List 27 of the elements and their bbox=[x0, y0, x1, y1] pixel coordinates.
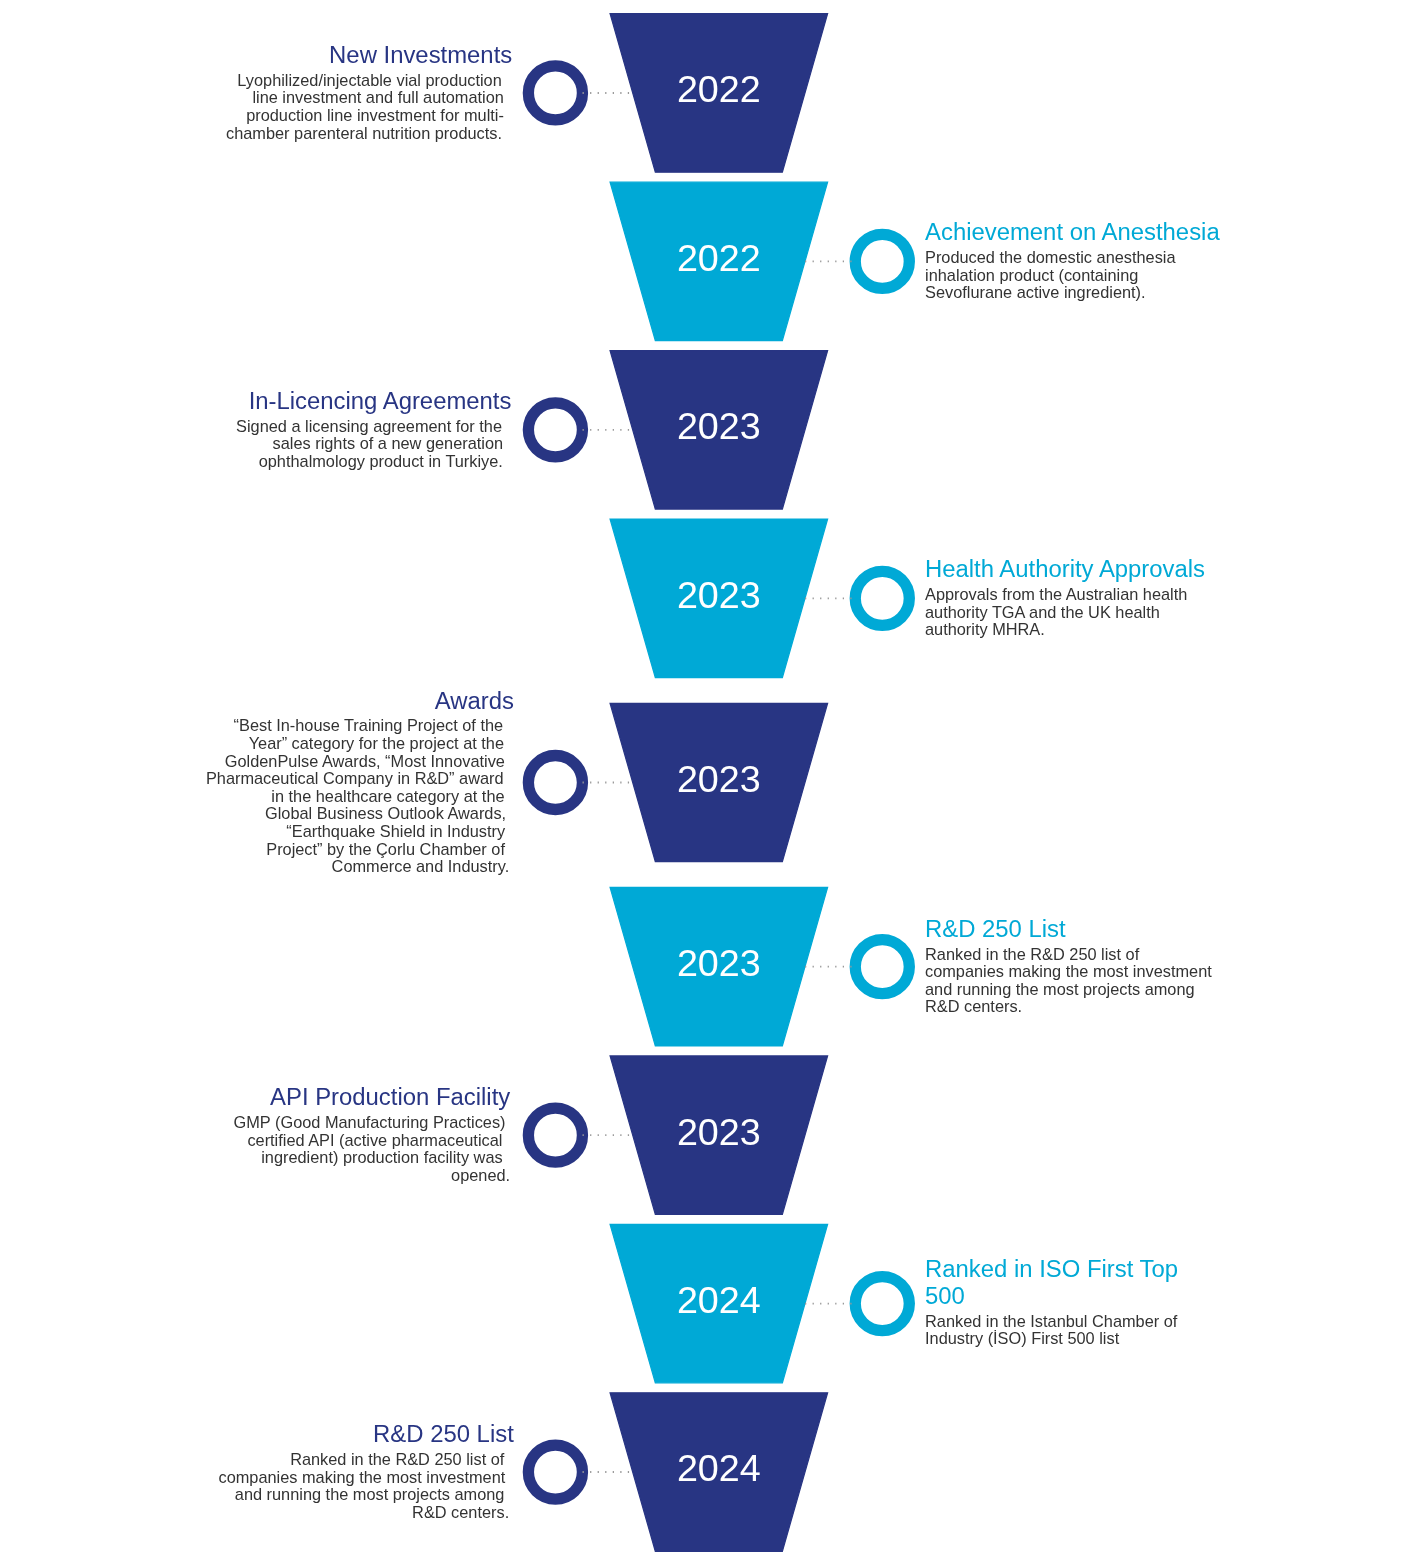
node-label: Ranked in the R&D 250 list of companies making the most investment and running the most projects among R&D centers. bbox=[924, 944, 1212, 1016]
node-label: Ranked in ISO First Top 500 bbox=[924, 1255, 1178, 1309]
node-circle bbox=[522, 60, 588, 126]
node-circle bbox=[849, 934, 915, 1000]
node-label: GMP (Good Manufacturing Practices) certified API (active pharmaceutical ingredient) production facility was opened. bbox=[233, 1113, 510, 1184]
node-label: R&D 250 List bbox=[372, 1420, 514, 1448]
node-label: Ranked in the R&D 250 list of companies making the most investment and running the most projects among R&D centers. bbox=[217, 1450, 509, 1521]
node-label: New Investments bbox=[328, 41, 512, 69]
node-label: Achievement on Anesthesia bbox=[924, 218, 1220, 246]
node-label: Health Authority Approvals bbox=[924, 555, 1205, 583]
node-circle bbox=[522, 1102, 588, 1168]
node-label: API Production Facility bbox=[269, 1083, 510, 1111]
node-circle bbox=[522, 749, 588, 816]
node-circle bbox=[849, 1270, 915, 1337]
node-circle bbox=[849, 565, 915, 631]
node-circle bbox=[849, 228, 915, 295]
node-label: “Best In-house Training Project of the Year” category for the project at the GoldenPulse Awards, “Most Innovative Pharmaceutical Company in R&D” award in the healthcare category at the Global Business Outlook Awards, “Earthquake Shield in Industry Project” by the Çorlu Chamber of Commerce and Industry. bbox=[205, 716, 509, 876]
node-label: R&D 250 List bbox=[924, 914, 1066, 942]
node-circle bbox=[522, 1439, 588, 1505]
node-label: Produced the domestic anesthesia inhalation product (containing Sevoflurane active ingredient). bbox=[924, 248, 1176, 302]
node-label: Approvals from the Australian health authority TGA and the UK health authority MHRA. bbox=[924, 585, 1187, 639]
node-circle bbox=[522, 397, 588, 463]
node-label: Lyophilized/injectable vial production line investment and full automation production line investment for multi-chamber parenteral nutrition products. bbox=[225, 70, 504, 142]
node-label: Awards bbox=[434, 686, 514, 714]
node-label: Signed a licensing agreement for the sales rights of a new generation ophthalmology product in Turkiye. bbox=[235, 416, 503, 470]
node-label: Ranked in the Istanbul Chamber of Industry (İSO) First 500 list bbox=[924, 1311, 1177, 1348]
node-label: In-Licencing Agreements bbox=[248, 386, 511, 414]
